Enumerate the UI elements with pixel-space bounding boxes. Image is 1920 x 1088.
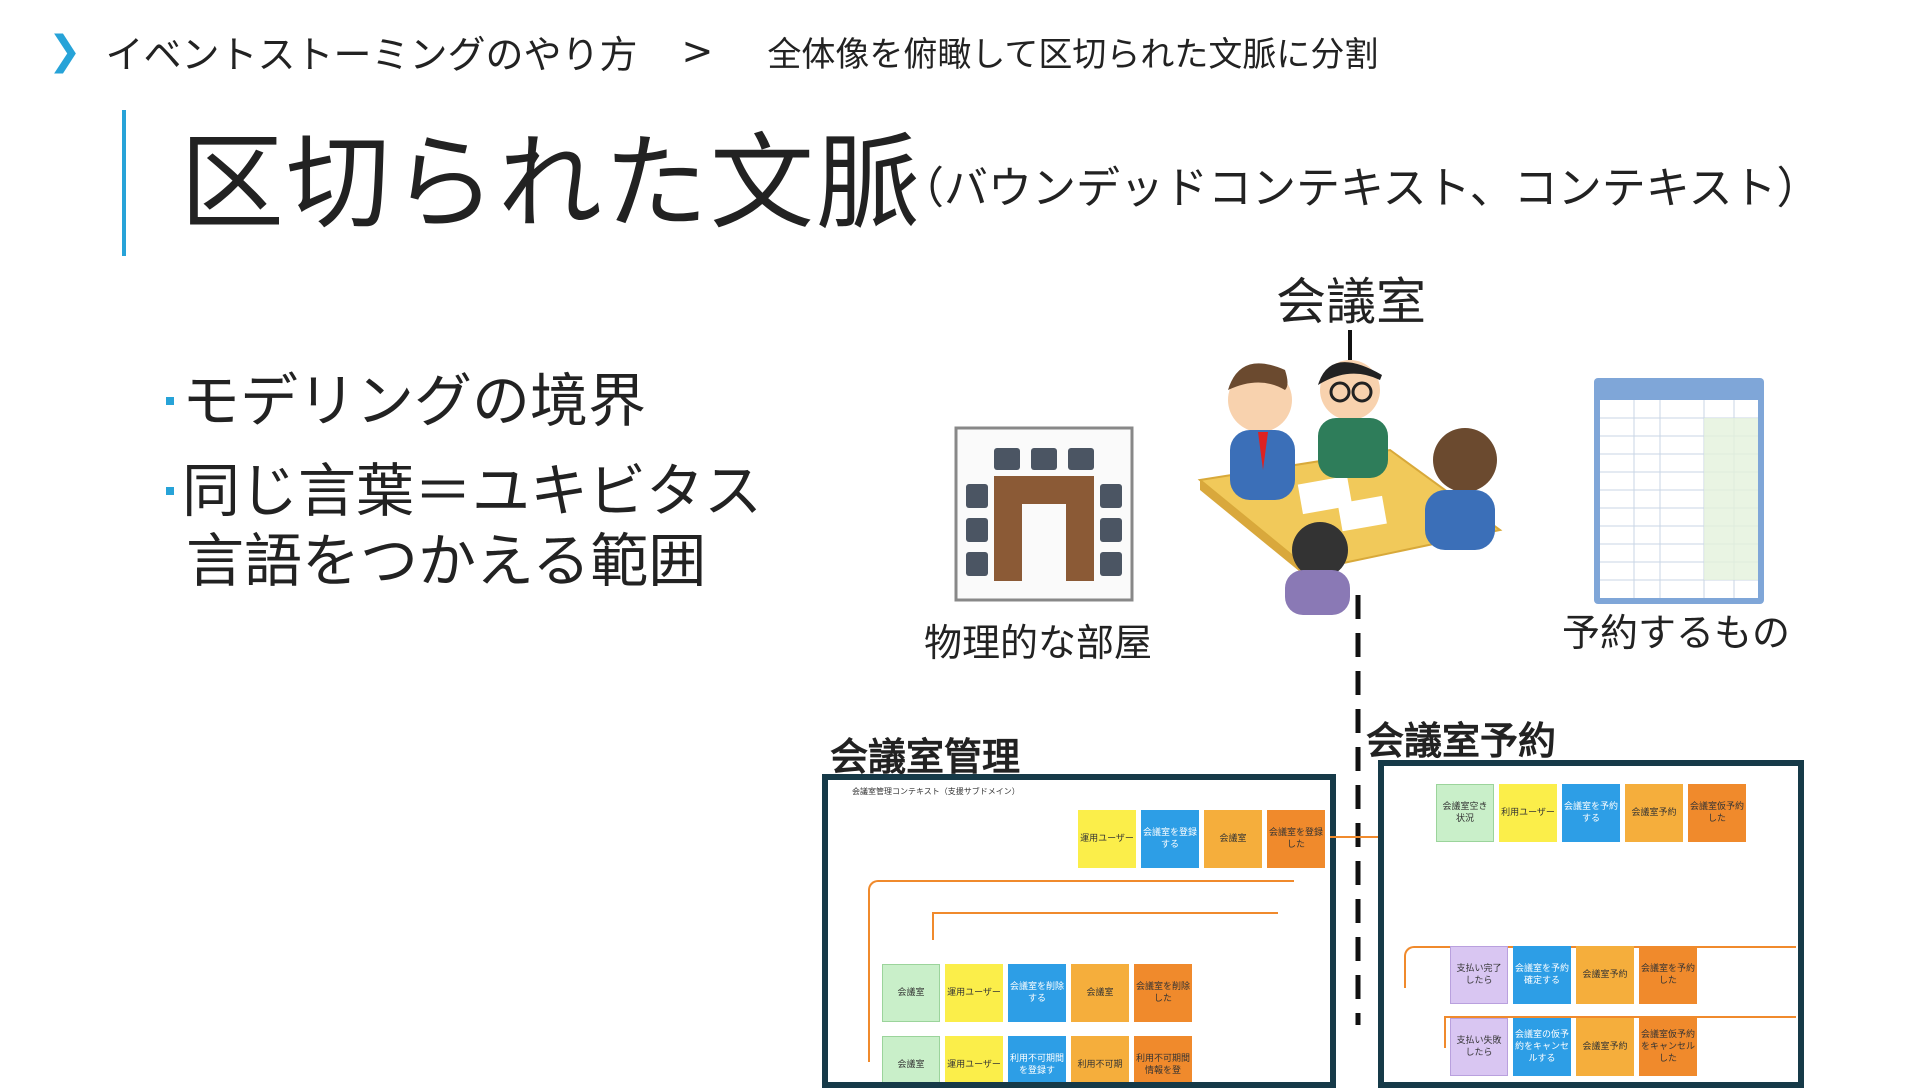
sticky-note: 会議室予約 [1576,1018,1634,1076]
context-board-room-reservation: 会議室空き状況 利用ユーザー 会議室を予約する 会議室予約 会議室仮予約した 支… [1378,760,1804,1088]
sticky-note: 会議室を予約確定する [1513,946,1571,1004]
meeting-room-label: 会議室 [1276,273,1426,331]
page-title: 区切られた文脈 [180,122,923,244]
context-board-room-management: 会議室管理コンテキスト（支援サブドメイン） 運用ユーザー 会議室を登録する 会議… [822,774,1336,1088]
context-title-room-management: 会議室管理 [830,735,1021,779]
sticky-note: 会議室を予約する [1562,784,1620,842]
sticky-note: 会議室を登録した [1267,810,1325,868]
context-boundary-line [1355,595,1361,1025]
reservation-label: 予約するもの [1562,611,1791,655]
physical-room-label: 物理的な部屋 [924,621,1153,665]
sticky-note: 会議室を削除する [1008,964,1066,1022]
bullet-text: 同じ言葉＝ユキビタス [182,457,763,525]
sticky-note: 会議室 [882,1036,940,1082]
breadcrumb: ❯ イベントストーミングのやり方 > 全体像を俯瞰して区切られた文脈に分割 [48,26,1379,77]
sticky-note: 会議室 [1204,810,1262,868]
bullet-text: モデリングの境界 [182,367,647,435]
sticky-note: 会議室空き状況 [1436,784,1494,842]
sticky-note: 運用ユーザー [945,964,1003,1022]
chevron-right-icon: ❯ [48,28,82,74]
sticky-note: 利用ユーザー [1499,784,1557,842]
sticky-note: 会議室予約 [1625,784,1683,842]
bullet-item: モデリングの境界 [166,365,646,437]
flow-connector [868,880,1294,1062]
sticky-note: 利用不可期 [1071,1036,1129,1082]
sticky-note: 支払い完了したら [1450,946,1508,1004]
flow-connector [932,912,1278,940]
sticky-note: 支払い失敗したら [1450,1018,1508,1076]
spreadsheet-illustration [1594,378,1764,604]
sticky-note: 会議室予約 [1576,946,1634,1004]
sticky-note: 会議室を登録する [1141,810,1199,868]
sticky-note: 会議室を削除した [1134,964,1192,1022]
breadcrumb-current: 全体像を俯瞰して区切られた文脈に分割 [767,34,1379,75]
breadcrumb-section[interactable]: イベントストーミングのやり方 [105,32,638,77]
context-connector [1330,836,1378,838]
sticky-note: 会議室 [882,964,940,1022]
board-label: 会議室管理コンテキスト（支援サブドメイン） [852,787,1020,796]
breadcrumb-separator: > [681,29,714,73]
title-accent-bar [122,110,126,256]
sticky-note: 利用不可期間情報を登 [1134,1036,1192,1082]
sticky-note: 会議室仮予約をキャンセルした [1639,1018,1697,1076]
room-layout-illustration [954,426,1134,602]
context-title-room-reservation: 会議室予約 [1366,719,1557,763]
sticky-note: 会議室を予約した [1639,946,1697,1004]
bullet-marker [166,396,174,405]
sticky-note: 利用不可期間を登録す [1008,1036,1066,1082]
sticky-note: 会議室 [1071,964,1129,1022]
bullet-marker [166,486,174,495]
sticky-note: 会議室の仮予約をキャンセルする [1513,1018,1571,1076]
sticky-note: 運用ユーザー [945,1036,1003,1082]
sticky-note: 会議室仮予約した [1688,784,1746,842]
page-subtitle: （バウンデッドコンテキスト、コンテキスト） [900,163,1821,214]
meeting-people-illustration [1197,330,1503,615]
flow-connector [1444,1016,1796,1048]
sticky-note: 運用ユーザー [1078,810,1136,868]
bullet-item: 同じ言葉＝ユキビタス [166,455,762,527]
bullet-continuation: 言語をつかえる範囲 [186,527,707,595]
